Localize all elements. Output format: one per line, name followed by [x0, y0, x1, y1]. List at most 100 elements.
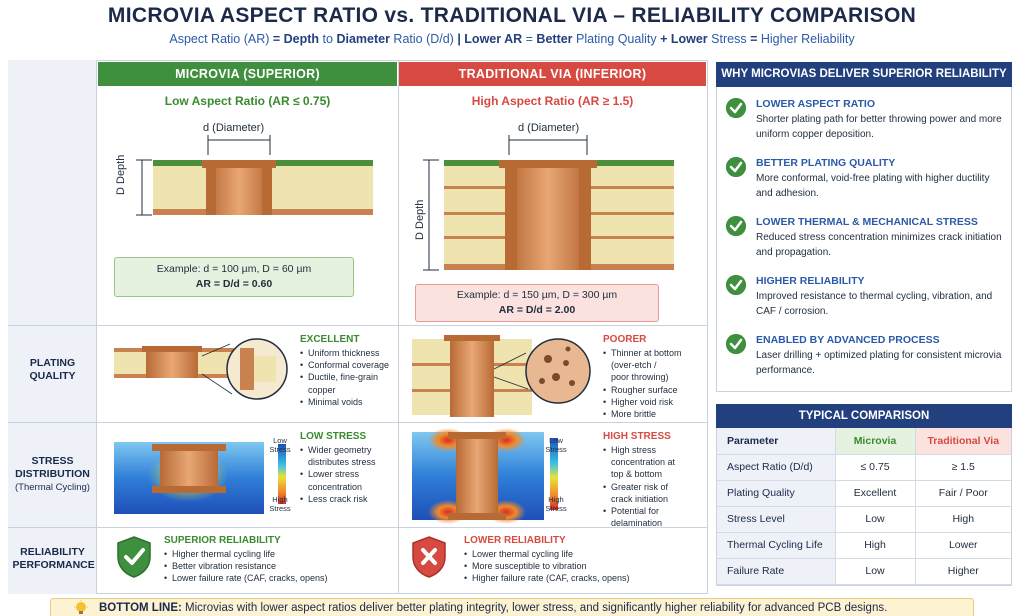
table-cell: Thermal Cycling Life — [717, 532, 836, 559]
list-item: copper — [308, 384, 336, 395]
list-item: Lower stress — [300, 468, 376, 480]
table-cell: ≤ 0.75 — [835, 454, 916, 481]
subtitle-part: Higher Reliability — [757, 32, 855, 46]
column-header: Parameter — [717, 428, 836, 455]
list-item: crack initiation — [611, 493, 669, 504]
why-panel — [716, 62, 1012, 392]
check-circle-icon — [726, 216, 746, 236]
lightbulb-icon — [74, 600, 88, 614]
list-item: Higher void risk — [603, 396, 682, 408]
table-cell: Plating Quality — [717, 480, 836, 507]
traditional-plating-bullets: Thinner at bottom(over-etch /poor throwi… — [603, 347, 682, 420]
table-cell: Stress Level — [717, 506, 836, 533]
traditional-via-cross-section — [423, 135, 674, 271]
microvia-depth-label: D Depth — [115, 154, 127, 195]
table-cell: High — [835, 532, 916, 559]
microvia-cross-section — [136, 135, 373, 216]
list-item: Lower failure rate (CAF, cracks, opens) — [164, 572, 328, 584]
subtitle-part: | Lower AR — [457, 32, 523, 46]
page-subtitle: Aspect Ratio (AR) = Depth to Diameter Ra… — [0, 32, 1024, 46]
row-divider — [8, 325, 708, 326]
list-item: Uniform thickness — [300, 347, 389, 359]
traditional-depth-label: D Depth — [414, 199, 426, 240]
microvia-diameter-label: d (Diameter) — [203, 122, 265, 134]
shield-check-icon — [117, 536, 151, 578]
list-item: Better vibration resistance — [164, 560, 328, 572]
table-cell: Low — [835, 506, 916, 533]
list-item: Higher failure rate (CAF, cracks, opens) — [464, 572, 630, 584]
bottom-line-banner: BOTTOM LINE: Microvias with lower aspect… — [50, 598, 974, 616]
table-cell: ≥ 1.5 — [915, 454, 1011, 481]
table-cell: Higher — [915, 558, 1011, 585]
microvia-ar-label: Low Aspect Ratio (AR ≤ 0.75) — [164, 94, 331, 108]
traditional-stress-scale-low: Low Stress — [545, 436, 567, 454]
list-item: delamination — [611, 518, 663, 529]
traditional-stress-map — [412, 428, 558, 524]
row-divider — [8, 527, 708, 528]
microvia-stress-heading: LOW STRESS — [300, 431, 367, 442]
subtitle-part: Ratio (D/d) — [389, 32, 458, 46]
list-item: More brittle — [603, 408, 682, 420]
list-item: Higher thermal cycling life — [164, 548, 328, 560]
list-item: Rougher surface — [603, 384, 682, 396]
column-header: Traditional Via — [915, 428, 1011, 455]
microvia-plating-bullets: Uniform thicknessConformal coverageDucti… — [300, 347, 389, 408]
why-panel-heading: WHY MICROVIAS DELIVER SUPERIOR RELIABILI… — [716, 62, 1012, 87]
subtitle-part: Diameter — [336, 32, 390, 46]
traditional-example-box: Example: d = 150 µm, D = 300 µm AR = D/d… — [415, 284, 659, 322]
table-cell: High — [915, 506, 1011, 533]
subtitle-part: + Lower — [660, 32, 708, 46]
comparison-heading: TYPICAL COMPARISON — [716, 404, 1012, 428]
list-item: Ductile, fine-grain — [300, 371, 389, 383]
column-header: Microvia — [835, 428, 916, 455]
subtitle-part: = — [750, 32, 758, 46]
why-item-desc: Shorter plating path for better throwing… — [756, 114, 1002, 140]
subtitle-part: Better — [536, 32, 573, 46]
table-cell: Failure Rate — [717, 558, 836, 585]
why-item-desc: Laser drilling + optimized plating for c… — [756, 350, 1002, 376]
why-item-desc: More conformal, void-free plating with h… — [756, 173, 990, 199]
why-item-title: HIGHER RELIABILITY — [756, 275, 865, 287]
list-item: concentration at — [611, 457, 676, 468]
traditional-reliability-heading: LOWER RELIABILITY — [464, 535, 566, 546]
table-cell: Fair / Poor — [915, 480, 1011, 507]
row-label-column — [8, 60, 97, 594]
microvia-stress-scale-high: High Stress — [269, 495, 291, 513]
list-item: concentration — [308, 481, 363, 492]
traditional-plating-heading: POORER — [603, 334, 647, 345]
traditional-stress-scale-high: High Stress — [545, 495, 567, 513]
why-item-title: BETTER PLATING QUALITY — [756, 157, 896, 169]
why-item-desc: Reduced stress concentration minimizes c… — [756, 232, 1002, 258]
subtitle-part: Plating Quality — [572, 32, 661, 46]
check-circle-icon — [726, 334, 746, 354]
why-item-desc: Improved resistance to thermal cycling, … — [756, 291, 993, 317]
comparison-table: Parameter Microvia Traditional Via Aspec… — [717, 428, 1011, 585]
list-item: Wider geometry — [300, 444, 376, 456]
column-divider — [398, 60, 399, 594]
check-circle-icon — [726, 275, 746, 295]
microvia-stress-map — [114, 442, 286, 514]
why-item-title: ENABLED BY ADVANCED PROCESS — [756, 334, 940, 346]
check-circle-icon — [726, 98, 746, 118]
traditional-diameter-label: d (Diameter) — [518, 122, 580, 134]
traditional-plating-detail — [412, 335, 591, 417]
traditional-stress-heading: HIGH STRESS — [603, 431, 671, 442]
list-item: Thinner at bottom — [603, 347, 682, 359]
table-cell: Low — [835, 558, 916, 585]
microvia-plating-heading: EXCELLENT — [300, 334, 360, 345]
list-item: (over-etch / — [611, 360, 657, 371]
list-item: poor throwing) — [611, 372, 669, 383]
table-header-row: Parameter Microvia Traditional Via — [717, 428, 1011, 455]
page-title: MICROVIA ASPECT RATIO vs. TRADITIONAL VI… — [107, 4, 917, 27]
subtitle-part: to — [319, 32, 337, 46]
why-item-title: LOWER THERMAL & MECHANICAL STRESS — [756, 216, 978, 228]
list-item: More susceptible to vibration — [464, 560, 630, 572]
microvia-reliability-heading: SUPERIOR RELIABILITY — [164, 535, 281, 546]
table-cell: Excellent — [835, 480, 916, 507]
